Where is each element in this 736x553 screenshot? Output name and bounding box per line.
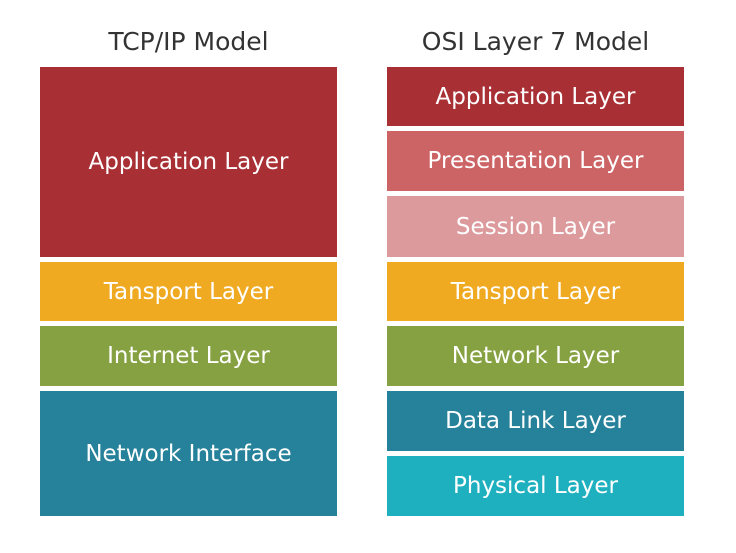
osi-transport-layer: Tansport Layer xyxy=(387,262,684,321)
tcp-application-layer: Application Layer xyxy=(40,67,337,257)
osi-session-layer: Session Layer xyxy=(387,196,684,257)
tcp-model-title: TCP/IP Model xyxy=(108,27,269,56)
tcp-network-interface-layer: Network Interface xyxy=(40,391,337,516)
osi-physical-layer: Physical Layer xyxy=(387,456,684,516)
osi-application-layer: Application Layer xyxy=(387,67,684,126)
osi-data-link-layer: Data Link Layer xyxy=(387,391,684,451)
osi-model-title: OSI Layer 7 Model xyxy=(421,27,650,56)
osi-presentation-layer: Presentation Layer xyxy=(387,131,684,191)
osi-network-layer: Network Layer xyxy=(387,326,684,386)
tcp-transport-layer: Tansport Layer xyxy=(40,262,337,321)
tcp-internet-layer: Internet Layer xyxy=(40,326,337,386)
